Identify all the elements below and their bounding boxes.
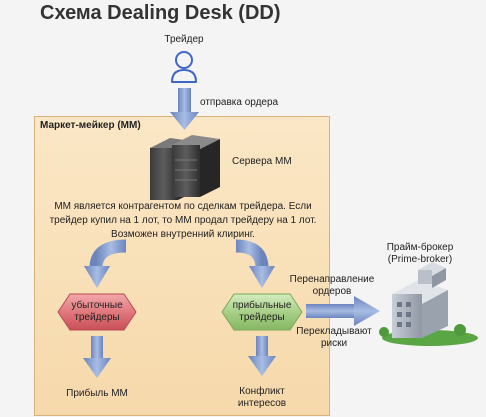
- arrow-to-profit-mm: [83, 336, 111, 378]
- losing-traders-label: убыточные трейдеры: [58, 300, 136, 324]
- profitable-traders-line2: трейдеры: [239, 312, 285, 323]
- market-maker-description: ММ является контрагентом по сделкам трей…: [49, 201, 317, 240]
- diagram-title: Схема Dealing Desk (DD): [40, 2, 281, 24]
- order-send-arrow: [170, 88, 199, 130]
- order-send-label: отправка ордера: [200, 97, 279, 108]
- losing-traders-hexagon: [57, 293, 137, 331]
- prime-broker-label: Прайм-брокер (Prime-broker): [370, 242, 470, 266]
- trader-person-icon: [171, 51, 197, 83]
- prime-broker-building-icon: [379, 262, 478, 346]
- conflict-label: Конфликт интересов: [226, 386, 298, 410]
- trader-label: Трейдер: [164, 34, 204, 45]
- profitable-traders-label: прибыльные трейдеры: [222, 300, 302, 324]
- market-maker-title: Маркет-мейкер (ММ): [40, 120, 141, 131]
- prime-broker-line2: (Prime-broker): [387, 254, 453, 265]
- profitable-traders-line1: прибыльные: [232, 300, 292, 311]
- redirect-label: Перенаправление ордеров: [282, 274, 382, 298]
- shift-risk-line1: Перекладывают: [296, 326, 372, 337]
- conflict-line1: Конфликт: [239, 386, 285, 397]
- curved-arrow-to-profitable: [235, 239, 275, 288]
- losing-traders-line2: трейдеры: [74, 312, 120, 323]
- prime-broker-line1: Прайм-брокер: [386, 242, 454, 253]
- profitable-traders-hexagon: [221, 293, 303, 331]
- conflict-line2: интересов: [237, 398, 287, 409]
- arrow-to-prime-broker: [306, 296, 380, 326]
- servers-label: Сервера ММ: [232, 156, 292, 167]
- shift-risk-line2: риски: [320, 338, 348, 349]
- arrow-to-conflict: [248, 336, 276, 376]
- servers-icon: [150, 135, 220, 200]
- market-maker-box: [34, 116, 330, 416]
- redirect-line2: ордеров: [312, 286, 352, 297]
- redirect-line1: Перенаправление: [289, 274, 375, 285]
- curved-arrow-to-losing: [84, 239, 127, 288]
- profit-mm-label: Прибыль ММ: [66, 388, 128, 399]
- losing-traders-line1: убыточные: [71, 300, 123, 311]
- shift-risk-label: Перекладывают риски: [286, 326, 382, 350]
